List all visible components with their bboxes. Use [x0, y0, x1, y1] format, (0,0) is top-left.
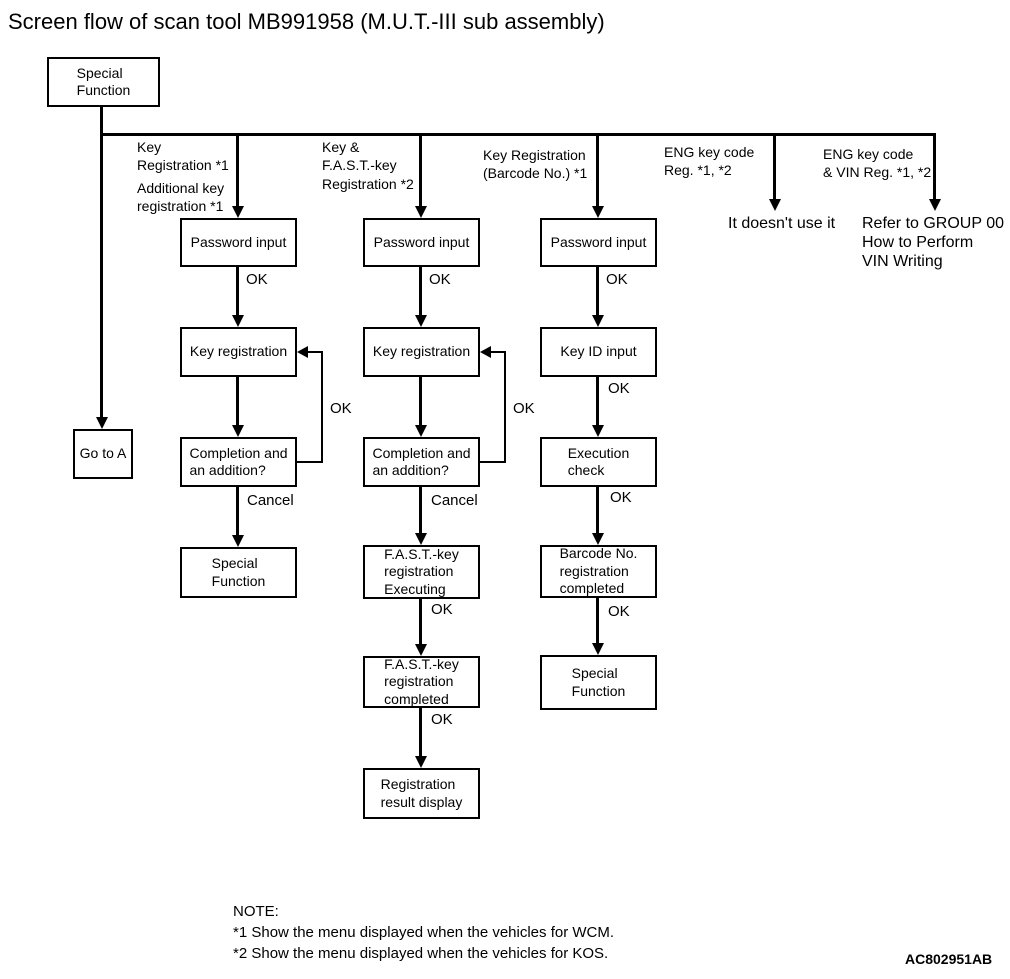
branch-label-eng-vin: ENG key code & VIN Reg. *1, *2: [823, 146, 932, 181]
arrowhead-c1-loop: [297, 346, 308, 358]
connector-c3-1: [596, 267, 599, 316]
connector-goto-drop: [100, 133, 103, 418]
arrowhead-c2-4: [415, 644, 427, 656]
branch-label-barcode: Key Registration (Barcode No.) *1: [483, 147, 588, 182]
arrowhead-c2-2: [415, 425, 427, 437]
edge-label-c2-loop-ok: OK: [513, 400, 535, 417]
arrowhead-goto: [96, 417, 108, 429]
connector-branch1: [236, 133, 239, 207]
edge-label-c1-cancel: Cancel: [247, 492, 294, 509]
arrowhead-c3-3: [592, 533, 604, 545]
node-c2-fast-completed: F.A.S.T.-key registration completed: [363, 656, 480, 708]
loop-c1-vertical: [321, 351, 323, 463]
note-line-2: *2 Show the menu displayed when the vehi…: [233, 945, 609, 962]
node-c3-password-input: Password input: [540, 218, 657, 267]
edge-label-c1-loop-ok: OK: [330, 400, 352, 417]
branch-label-additional-key: Additional key registration *1: [137, 180, 225, 215]
node-c1-completion: Completion and an addition?: [180, 437, 297, 487]
arrowhead-branch2: [415, 206, 427, 218]
arrowhead-branch5: [929, 199, 941, 211]
node-c3-execution-check: Execution check: [540, 437, 657, 487]
connector-root-stub: [100, 106, 103, 135]
figure-code: AC802951AB: [905, 951, 993, 967]
arrowhead-c1-3: [232, 535, 244, 547]
endpoint-refer-group00: Refer to GROUP 00 How to Perform VIN Wri…: [862, 215, 1004, 270]
branch-label-key-registration: Key Registration *1: [137, 139, 229, 174]
arrowhead-branch4: [769, 199, 781, 211]
arrowhead-branch3: [592, 206, 604, 218]
node-c3-key-id-input: Key ID input: [540, 327, 657, 377]
arrowhead-c2-1: [415, 315, 427, 327]
page-title: Screen flow of scan tool MB991958 (M.U.T…: [8, 9, 605, 34]
edge-label-c2-cancel: Cancel: [431, 492, 478, 509]
arrowhead-c3-1: [592, 315, 604, 327]
edge-label-c1-ok1: OK: [246, 271, 268, 288]
edge-label-c3-ok2: OK: [608, 380, 630, 397]
note-heading: NOTE:: [233, 903, 279, 920]
node-c2-password-input: Password input: [363, 218, 480, 267]
node-c2-completion: Completion and an addition?: [363, 437, 480, 487]
arrowhead-c2-3: [415, 533, 427, 545]
connector-c2-5: [419, 708, 422, 757]
node-c1-key-registration: Key registration: [180, 327, 297, 377]
connector-branch5: [933, 133, 936, 199]
arrowhead-c2-loop: [480, 346, 491, 358]
loop-c2-bottom: [480, 461, 506, 463]
node-c3-barcode-completed: Barcode No. registration completed: [540, 545, 657, 598]
connector-c2-3: [419, 487, 422, 534]
note-block: NOTE: *1 Show the menu displayed when th…: [233, 901, 614, 964]
arrowhead-c1-2: [232, 425, 244, 437]
loop-c1-bottom: [297, 461, 323, 463]
endpoint-not-used: It doesn't use it: [728, 215, 836, 232]
loop-c2-vertical: [504, 351, 506, 463]
node-c2-key-registration: Key registration: [363, 327, 480, 377]
node-c3-special-function: Special Function: [540, 655, 657, 710]
node-c2-fast-executing: F.A.S.T.-key registration Executing: [363, 545, 480, 599]
edge-label-c3-ok3: OK: [610, 489, 632, 506]
connector-c1-2: [236, 377, 239, 426]
arrowhead-c1-1: [232, 315, 244, 327]
connector-c3-2: [596, 377, 599, 426]
connector-c1-3: [236, 487, 239, 536]
branch-label-eng-key-code: ENG key code Reg. *1, *2: [664, 144, 755, 179]
connector-c3-4: [596, 598, 599, 644]
loop-c1-top: [308, 351, 322, 353]
edge-label-c3-ok1: OK: [606, 271, 628, 288]
connector-branch4: [773, 133, 776, 199]
connector-c2-4: [419, 599, 422, 645]
connector-branch3: [596, 133, 599, 207]
loop-c2-top: [491, 351, 505, 353]
connector-c2-1: [419, 267, 422, 316]
node-special-function-root: Special Function: [47, 57, 160, 107]
arrowhead-c2-5: [415, 756, 427, 768]
connector-rail: [100, 133, 936, 136]
node-c2-registration-result: Registration result display: [363, 768, 480, 819]
connector-c2-2: [419, 377, 422, 426]
edge-label-c3-ok4: OK: [608, 603, 630, 620]
arrowhead-branch1: [232, 206, 244, 218]
edge-label-c2-ok1: OK: [429, 271, 451, 288]
node-go-to-a: Go to A: [73, 429, 133, 479]
edge-label-c2-ok4: OK: [431, 711, 453, 728]
edge-label-c2-ok3: OK: [431, 601, 453, 618]
arrowhead-c3-2: [592, 425, 604, 437]
node-c1-password-input: Password input: [180, 218, 297, 267]
note-line-1: *1 Show the menu displayed when the vehi…: [233, 924, 615, 941]
arrowhead-c3-4: [592, 643, 604, 655]
node-c1-special-function: Special Function: [180, 547, 297, 598]
connector-c1-1: [236, 267, 239, 316]
connector-branch2: [419, 133, 422, 207]
connector-c3-3: [596, 487, 599, 534]
branch-label-fast-key: Key & F.A.S.T.-key Registration *2: [322, 139, 414, 192]
